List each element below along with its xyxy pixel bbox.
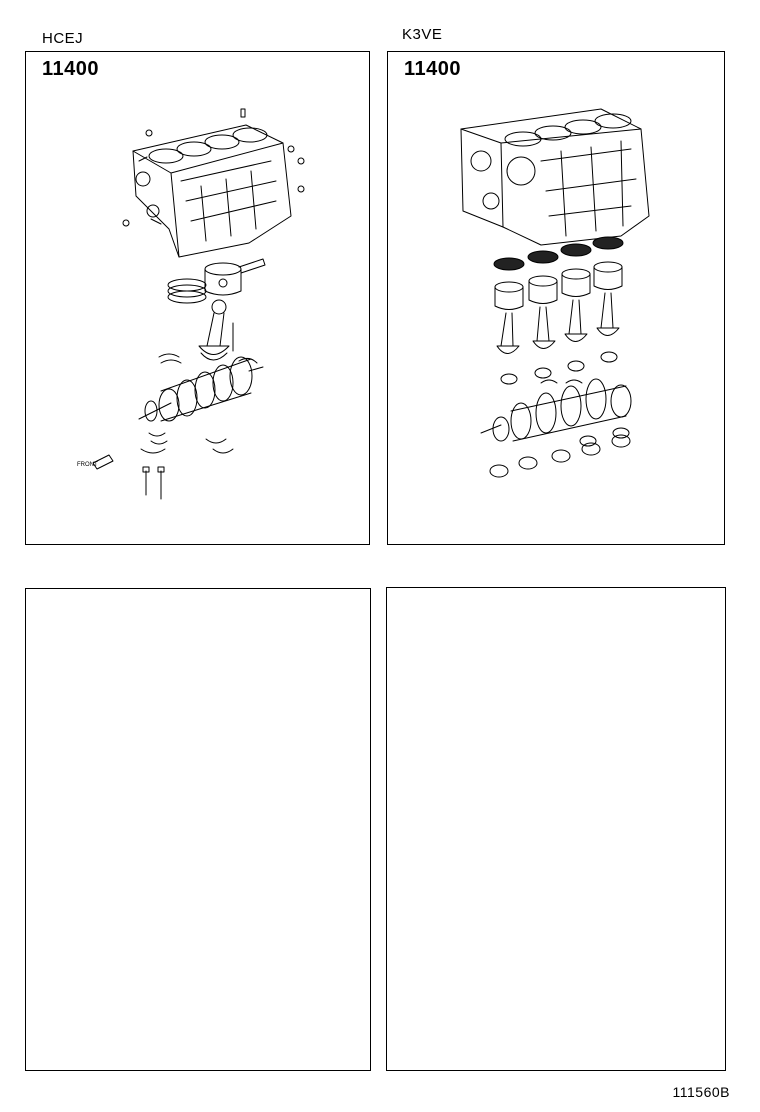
piston-rings-hcej [168,279,206,303]
empty-panel-left [25,588,371,1071]
panel-k3ve[interactable]: 11400 [387,51,725,545]
part-number-k3ve: 11400 [404,58,462,80]
piston-rings-k3ve [494,237,623,270]
connecting-rods-k3ve [497,293,619,384]
crankshaft-hcej [139,357,263,421]
front-arrow-hcej: FRONT [77,455,113,469]
part-number-hcej: 11400 [42,58,100,80]
main-bearings-k3ve [490,428,630,477]
figure-code: 111560B [672,1084,730,1100]
short-block-drawing-hcej: FRONT [77,52,369,544]
engine-label-k3ve: K3VE [402,26,443,43]
pistons-k3ve [495,262,622,310]
piston-hcej [205,259,265,295]
short-block-drawing-k3ve [388,52,724,544]
front-arrow-label: FRONT [77,462,98,468]
empty-panel-right [386,587,726,1071]
panel-hcej[interactable]: 11400 [25,51,370,545]
engine-label-hcej: HCEJ [42,30,84,47]
crankshaft-k3ve [481,379,631,441]
cylinder-block-hcej [123,109,304,257]
cylinder-block-k3ve [461,109,649,245]
connecting-rod-hcej [159,300,257,363]
main-bearings-hcej [141,433,233,499]
